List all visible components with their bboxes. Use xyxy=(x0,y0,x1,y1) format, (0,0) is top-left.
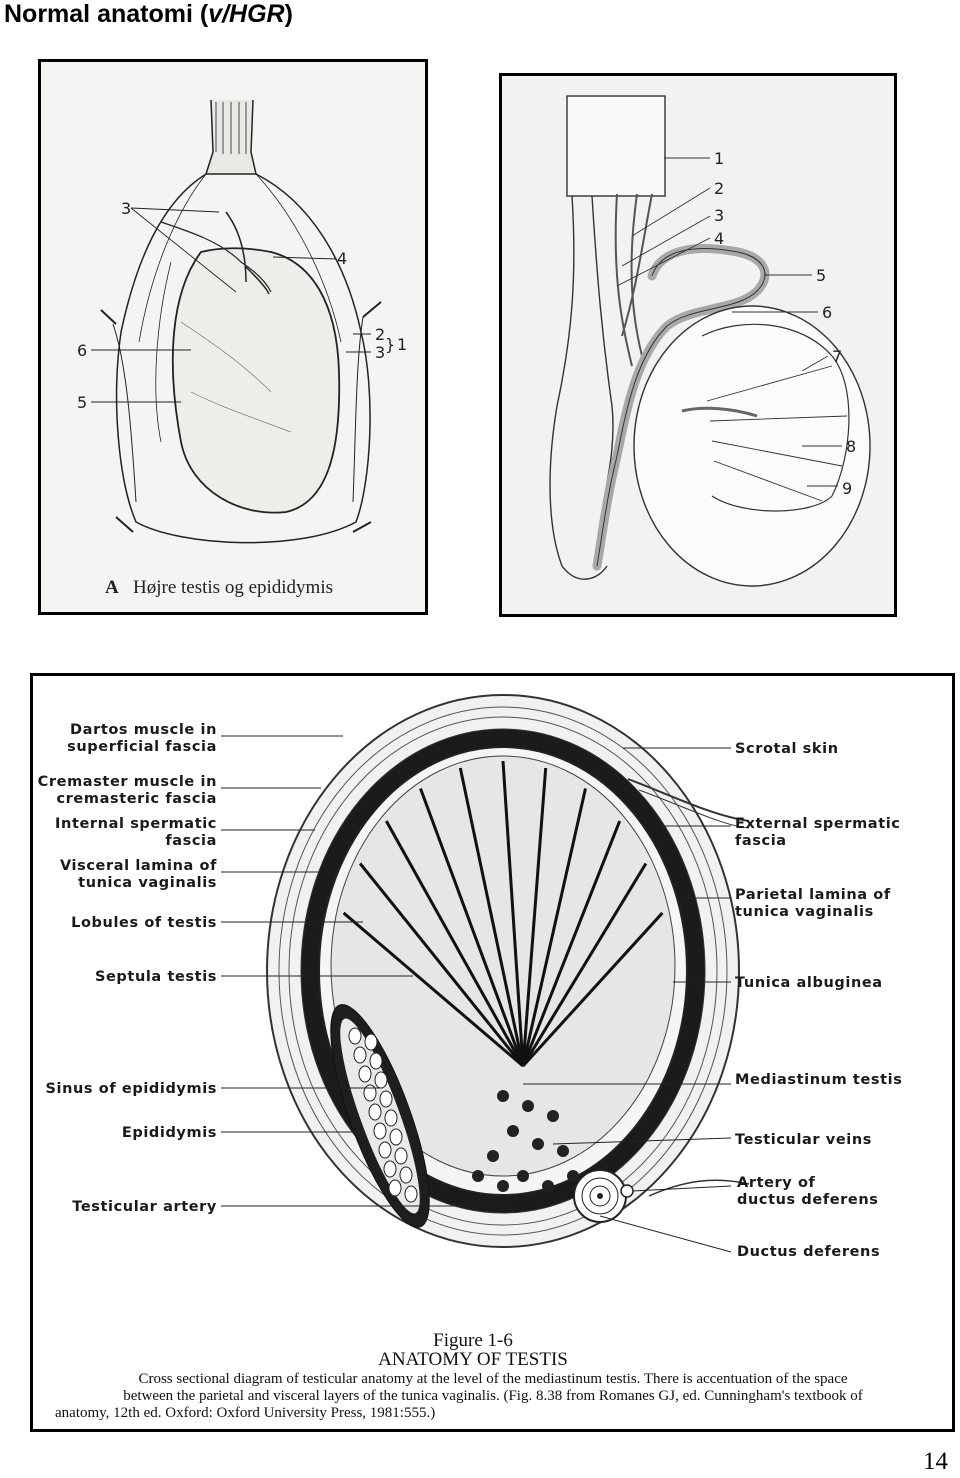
panel-b-label-4: 4 xyxy=(714,229,724,248)
panel-a-label-1: 1 xyxy=(397,335,407,354)
panel-a-caption-text: Højre testis og epididymis xyxy=(133,577,333,598)
panel-c-leader-lines xyxy=(221,735,732,1253)
panel-b-label-1: 1 xyxy=(714,149,724,168)
label-parietal-1: Parietal lamina of xyxy=(735,887,891,903)
right-labels: Scrotal skin External spermatic fascia P… xyxy=(735,741,902,1260)
panel-b-label-3: 3 xyxy=(714,206,724,225)
label-testicular-veins: Testicular veins xyxy=(735,1132,872,1148)
panel-a-label-3b: 3 xyxy=(375,343,385,362)
panel-a-leader-lines xyxy=(91,207,371,403)
label-scrotal-skin: Scrotal skin xyxy=(735,741,839,757)
panel-b-label-7: 7 xyxy=(832,347,842,366)
label-parietal-2: tunica vaginalis xyxy=(735,904,874,920)
panel-b-labels: 1 2 3 4 5 6 7 8 9 xyxy=(714,149,856,498)
label-septula: Septula testis xyxy=(95,969,217,985)
caption-heading: ANATOMY OF TESTIS xyxy=(378,1349,568,1370)
panel-a-label-4: 4 xyxy=(337,249,347,268)
label-dartos-2: superficial fascia xyxy=(67,739,217,755)
cross-section-drawing xyxy=(266,694,750,1248)
label-ductus-deferens: Ductus deferens xyxy=(737,1244,880,1260)
caption-line-3: anatomy, 12th ed. Oxford: Oxford Univers… xyxy=(55,1405,435,1421)
panel-a-brace: } xyxy=(385,335,395,354)
label-dartos-1: Dartos muscle in xyxy=(70,722,217,738)
panel-cross-section-diagram: Dartos muscle in superficial fascia Crem… xyxy=(30,673,955,1432)
figure-caption: Figure 1-6 ANATOMY OF TESTIS Cross secti… xyxy=(55,1330,863,1421)
label-cremaster-1: Cremaster muscle in xyxy=(38,774,217,790)
panel-a-drawing xyxy=(100,99,382,544)
label-internal-2: fascia xyxy=(165,833,217,849)
panel-b-label-9: 9 xyxy=(842,479,852,498)
label-sinus: Sinus of epididymis xyxy=(45,1081,217,1097)
panel-b-label-8: 8 xyxy=(846,437,856,456)
label-lobules: Lobules of testis xyxy=(71,915,217,931)
panel-a-label-5: 5 xyxy=(77,393,87,412)
label-visceral-1: Visceral lamina of xyxy=(60,858,217,874)
label-tunica-albuginea: Tunica albuginea xyxy=(735,975,883,991)
panel-b-label-5: 5 xyxy=(816,266,826,285)
panel-right-testis-illustration: 3 4 2 3 } 1 6 5 A Højre testis og epidid… xyxy=(38,59,428,615)
label-artery-dd-1: Artery of xyxy=(737,1175,816,1191)
left-labels: Dartos muscle in superficial fascia Crem… xyxy=(38,722,217,1215)
caption-line-1: Cross sectional diagram of testicular an… xyxy=(138,1371,847,1387)
panel-b-label-2: 2 xyxy=(714,179,724,198)
label-visceral-2: tunica vaginalis xyxy=(78,875,217,891)
label-testicular-artery: Testicular artery xyxy=(72,1199,217,1215)
panel-a-label-2: 2 xyxy=(375,325,385,344)
page-number: 14 xyxy=(923,1448,948,1475)
epididymis-tubules xyxy=(348,1027,418,1203)
panel-a-label-3: 3 xyxy=(121,199,131,218)
panel-b-label-6: 6 xyxy=(822,303,832,322)
label-external-2: fascia xyxy=(735,833,787,849)
label-cremaster-2: cremasteric fascia xyxy=(56,791,217,807)
mediastinum-vessels xyxy=(472,1090,579,1192)
label-external-1: External spermatic xyxy=(735,816,901,832)
label-artery-dd-2: ductus deferens xyxy=(737,1192,879,1208)
label-internal-1: Internal spermatic xyxy=(55,816,217,832)
label-epididymis: Epididymis xyxy=(122,1125,217,1141)
page-title: Normal anatomi (v/HGR) xyxy=(4,0,293,28)
panel-testis-section-illustration: 1 2 3 4 5 6 7 8 9 xyxy=(499,73,897,617)
caption-figure-number: Figure 1-6 xyxy=(433,1330,513,1351)
panel-a-label-6: 6 xyxy=(77,341,87,360)
panel-b-drawing xyxy=(549,95,871,587)
label-mediastinum: Mediastinum testis xyxy=(735,1072,902,1088)
panel-a-caption-letter: A xyxy=(105,577,119,598)
panel-b-leader-lines xyxy=(616,157,842,487)
septula-lines xyxy=(342,760,664,1068)
caption-line-2: between the parietal and visceral layers… xyxy=(123,1388,863,1404)
